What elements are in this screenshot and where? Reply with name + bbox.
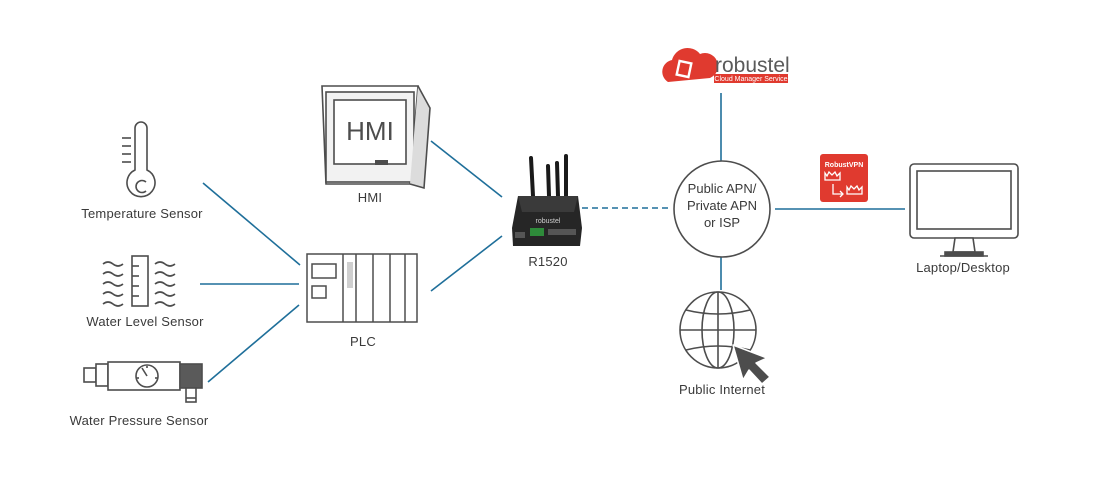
water-level-sensor-label: Water Level Sensor	[86, 314, 204, 329]
plc-device-icon	[306, 253, 418, 323]
apn-circle	[673, 160, 771, 258]
laptop-desktop-label: Laptop/Desktop	[916, 260, 1010, 275]
router-icon	[512, 154, 582, 246]
router-brand-text: robustel	[536, 218, 561, 225]
vpn-badge-text: RobustVPN	[825, 162, 864, 169]
hmi-to-router-line	[430, 140, 503, 198]
vpn-badge-icon	[820, 154, 868, 202]
monitor-icon	[909, 163, 1019, 257]
water-level-icon	[102, 255, 176, 307]
thermometer-icon	[122, 121, 156, 198]
router-label: R1520	[528, 254, 568, 269]
apn-label-line-3: or ISP	[703, 215, 741, 230]
pressure-sensor-icon	[83, 361, 203, 403]
connections	[200, 93, 905, 383]
cloud-logo	[662, 47, 788, 83]
plc-label: PLC	[350, 334, 376, 349]
pressure-to-plc-line	[207, 304, 300, 383]
hmi-device-icon	[321, 85, 431, 190]
apn-label-line-2: Private APN	[686, 198, 758, 213]
cloud-subtitle-text: Cloud Manager Service	[714, 76, 787, 83]
plc-to-router-line	[430, 235, 503, 292]
temp-to-plc-line	[202, 182, 301, 266]
cursor-arrow-icon	[732, 344, 771, 385]
temperature-sensor-label: Temperature Sensor	[81, 206, 203, 221]
apn-label: Public APN/ Private APN or ISP	[674, 180, 770, 231]
hmi-label: HMI	[357, 190, 383, 205]
apn-label-line-1: Public APN/	[687, 181, 757, 196]
cloud-brand-text: robustel	[715, 54, 790, 77]
hmi-screen-text: HMI	[346, 116, 394, 146]
water-pressure-sensor-label: Water Pressure Sensor	[69, 413, 209, 428]
public-internet-label: Public Internet	[678, 382, 766, 397]
